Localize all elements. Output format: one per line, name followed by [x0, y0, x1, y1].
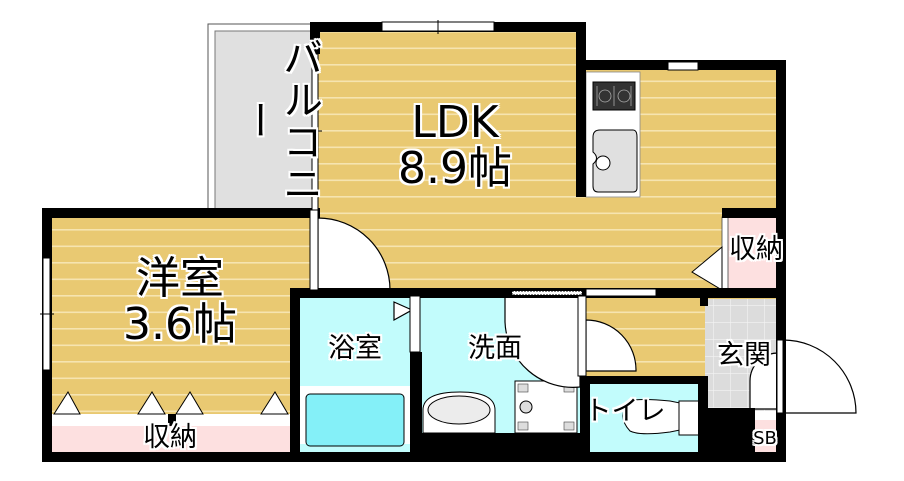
- storage-door-marker: [691, 245, 723, 291]
- ldk-storage-label: 収納: [729, 234, 783, 265]
- bathroom-label: 浴室: [328, 333, 382, 364]
- western-room-size: 3.6帖: [123, 299, 237, 351]
- kitchen-counter: [585, 71, 641, 198]
- sink: [592, 129, 638, 193]
- western-room-label: 洋室 3.6帖: [95, 253, 265, 351]
- western-room-floor: [50, 216, 312, 414]
- ldk-name: LDK: [411, 97, 499, 148]
- balcony-label: バルコニー: [234, 37, 322, 205]
- ldk-floor: [318, 31, 780, 378]
- balcony: [207, 23, 321, 215]
- washbasin: [422, 391, 496, 434]
- ldk-size: 8.9帖: [398, 143, 512, 195]
- door-swings: [317, 217, 857, 414]
- room-storage: [50, 391, 290, 452]
- toilet-label: トイレ: [584, 396, 666, 427]
- room-storage-label: 収納: [143, 422, 197, 453]
- shoe-box-label: SB: [753, 428, 777, 449]
- ldk-storage-floor: [728, 217, 780, 289]
- bathtub: [298, 386, 412, 447]
- entrance-label: 玄関: [717, 340, 771, 371]
- ldk-label: LDK 8.9帖: [370, 97, 540, 195]
- washing-machine-pan: [514, 380, 578, 434]
- washroom-label: 洗面: [468, 333, 522, 364]
- western-room-name: 洋室: [136, 253, 224, 304]
- windows: [40, 20, 784, 414]
